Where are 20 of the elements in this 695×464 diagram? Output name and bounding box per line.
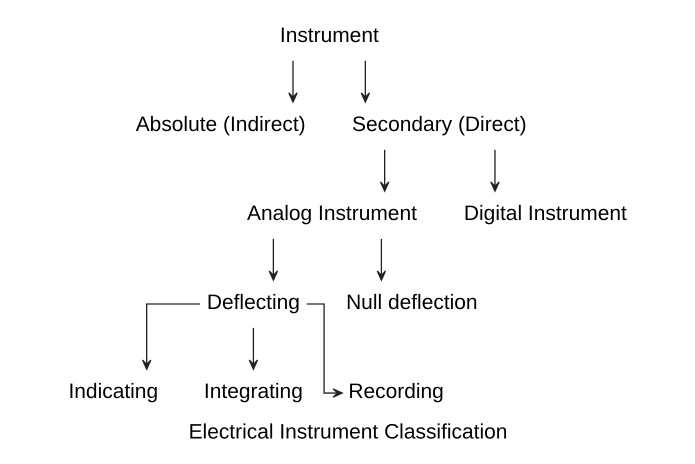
node-text: Recording <box>348 380 444 404</box>
arrow <box>306 303 342 398</box>
node-text: Integrating <box>203 380 302 404</box>
arrow <box>379 150 389 192</box>
caption: Electrical Instrument Classification <box>188 420 507 444</box>
node-text: Instrument <box>279 24 378 47</box>
node-text: Analog Instrument <box>246 202 416 225</box>
node-text: Absolute (Indirect) <box>135 112 306 136</box>
arrow <box>360 60 370 103</box>
arrow <box>248 328 258 370</box>
arrow <box>268 238 278 281</box>
node-text: Null deflection <box>346 290 478 314</box>
node-text: Secondary (Direct) <box>352 112 526 136</box>
node-text: Deflecting <box>206 290 300 314</box>
arrow <box>490 150 500 192</box>
node-text: Indicating <box>68 380 158 404</box>
arrow <box>141 303 200 370</box>
arrow <box>376 238 386 281</box>
node-text: Digital Instrument <box>463 202 626 225</box>
arrow <box>288 60 298 103</box>
